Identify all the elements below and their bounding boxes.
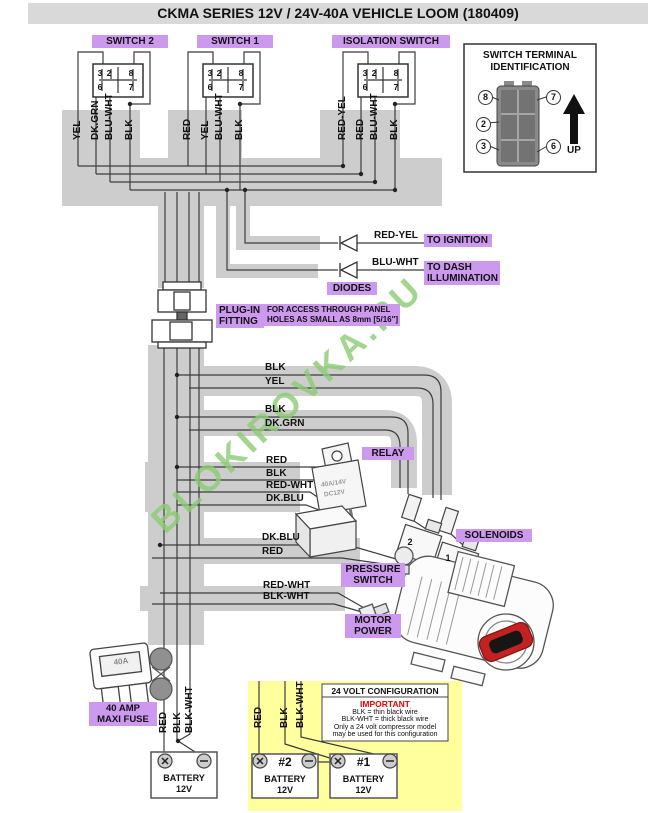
terminal-number: 3 bbox=[97, 68, 103, 78]
wire-label: BLK bbox=[279, 707, 290, 728]
terminal-number: 3 bbox=[207, 68, 213, 78]
terminal-number: 7 bbox=[393, 82, 399, 92]
wire-label: DK.GRN bbox=[265, 418, 305, 429]
terminal-number: 2 bbox=[371, 68, 377, 78]
terminal-number: 3 bbox=[362, 68, 368, 78]
wire-label: RED bbox=[182, 118, 193, 140]
diodes-label: DIODES bbox=[327, 282, 377, 295]
battery-name: BATTERY bbox=[163, 773, 205, 783]
wires bbox=[77, 51, 442, 763]
page-title: CKMA SERIES 12V / 24V-40A VEHICLE LOOM (… bbox=[157, 5, 519, 21]
solenoids-label: SOLENOIDS bbox=[456, 529, 532, 542]
title-bar: CKMA SERIES 12V / 24V-40A VEHICLE LOOM (… bbox=[28, 3, 648, 24]
terminal-number: 8 bbox=[128, 68, 134, 78]
config24-note-4: may be used for this configuration bbox=[332, 731, 438, 738]
wire-label: RED bbox=[253, 706, 264, 728]
terminal-number: 6 bbox=[207, 82, 213, 92]
wire-label: DK.BLU bbox=[262, 532, 300, 543]
wire-label: BLK bbox=[265, 362, 286, 373]
wire-label: BLK bbox=[234, 119, 245, 140]
wire-label: YEL bbox=[200, 120, 211, 140]
battery-voltage: 12V bbox=[175, 784, 192, 794]
wire-label: YEL bbox=[72, 120, 83, 140]
isolation-switch-label: ISOLATION SWITCH bbox=[332, 35, 450, 48]
up-arrow-icon bbox=[563, 94, 585, 144]
switch-connector-internals bbox=[99, 67, 402, 93]
wire-label: BLK-WHT bbox=[295, 681, 306, 728]
pressure-switch-label: PRESSURE SWITCH bbox=[341, 563, 405, 587]
compressor-graphic bbox=[358, 546, 554, 687]
battery-name: BATTERY bbox=[264, 774, 306, 784]
switch1-label: SWITCH 1 bbox=[197, 35, 273, 48]
terminal-number: 8 bbox=[238, 68, 244, 78]
diode-icons bbox=[339, 233, 358, 280]
terminal-number: 7 bbox=[128, 82, 134, 92]
wire-label: BLU-WHT bbox=[372, 257, 419, 268]
config24-important: IMPORTANT bbox=[360, 699, 410, 709]
to-dash-illumination-label: TO DASH ILLUMINATION bbox=[424, 261, 500, 285]
battery-name: BATTERY bbox=[342, 774, 385, 784]
maxi-fuse-label: 40 AMP MAXI FUSE bbox=[89, 702, 157, 726]
wire-label: DK.GRN bbox=[90, 100, 101, 140]
wire-label: BLK bbox=[124, 119, 135, 140]
wire-label: BLK bbox=[389, 119, 400, 140]
battery1-number: #1 bbox=[356, 755, 371, 769]
terminal-number: 2 bbox=[106, 68, 112, 78]
wire-label: BLK bbox=[265, 404, 286, 415]
wire-label: BLU-WHT bbox=[214, 93, 225, 140]
loom-band-curves bbox=[204, 366, 452, 495]
panel-access-note: FOR ACCESS THROUGH PANEL HOLES AS SMALL … bbox=[264, 304, 400, 326]
solenoid-1-number: 1 bbox=[445, 553, 451, 563]
terminal-circle-7: 7 bbox=[546, 90, 561, 105]
battery2-number: #2 bbox=[278, 755, 292, 769]
terminal-number: 7 bbox=[238, 82, 244, 92]
battery-terminal-icons bbox=[157, 753, 398, 769]
wire-label: RED-YEL bbox=[337, 96, 348, 140]
wire-label: BLK bbox=[266, 468, 287, 479]
terminal-circle-3: 3 bbox=[476, 139, 491, 154]
config24-title: 24 VOLT CONFIGURATION bbox=[331, 686, 439, 696]
terminal-number: 6 bbox=[362, 82, 368, 92]
battery-voltage: 12V bbox=[276, 785, 293, 795]
wire-label: RED-YEL bbox=[374, 230, 418, 241]
terminal-box-title-1: SWITCH TERMINAL bbox=[483, 50, 577, 61]
fuse-graphic bbox=[89, 642, 153, 712]
wire-label: BLK-WHT bbox=[184, 686, 195, 733]
config24-note-2: BLK-WHT = thick black wire bbox=[341, 716, 429, 723]
battery-voltage: 12V bbox=[355, 785, 372, 795]
wire-label: BLK-WHT bbox=[263, 591, 310, 602]
switch2-label: SWITCH 2 bbox=[92, 35, 168, 48]
wire-label: RED-WHT bbox=[266, 480, 314, 491]
wire-label: RED bbox=[266, 455, 288, 466]
config24-note-1: BLK = thin black wire bbox=[352, 709, 418, 716]
loom-bead-icons bbox=[149, 647, 173, 701]
config24-note-3: Only a 24 volt compressor model bbox=[333, 724, 437, 731]
terminal-circle-8: 8 bbox=[478, 90, 493, 105]
terminal-circle-2: 2 bbox=[476, 117, 491, 132]
wire-label: YEL bbox=[265, 376, 285, 387]
wire-label: RED bbox=[355, 118, 366, 140]
wire-label: BLU-WHT bbox=[369, 93, 380, 140]
motor-power-label: MOTOR POWER bbox=[345, 614, 401, 638]
terminal-circle-6: 6 bbox=[546, 139, 561, 154]
junction-dots bbox=[127, 101, 398, 744]
to-ignition-label: TO IGNITION bbox=[424, 234, 492, 247]
terminal-number: 2 bbox=[216, 68, 222, 78]
relay-label: RELAY bbox=[362, 447, 414, 460]
wire-label: RED-WHT bbox=[263, 580, 311, 591]
terminal-box-title-2: IDENTIFICATION bbox=[490, 62, 570, 73]
solenoid-2-number: 2 bbox=[407, 537, 413, 547]
plug-in-fitting-label: PLUG-IN FITTING bbox=[216, 304, 264, 328]
terminal-number: 6 bbox=[97, 82, 103, 92]
wire-label: RED bbox=[158, 711, 169, 733]
terminal-number: 8 bbox=[393, 68, 399, 78]
up-label: UP bbox=[567, 145, 581, 156]
wire-label: BLU-WHT bbox=[104, 93, 115, 140]
wire-label: BLK bbox=[172, 712, 183, 733]
plug-in-fitting-graphic bbox=[151, 281, 213, 349]
wire-label: RED bbox=[262, 546, 284, 557]
relay-graphic bbox=[294, 442, 367, 559]
wire-label: DK.BLU bbox=[266, 493, 304, 504]
